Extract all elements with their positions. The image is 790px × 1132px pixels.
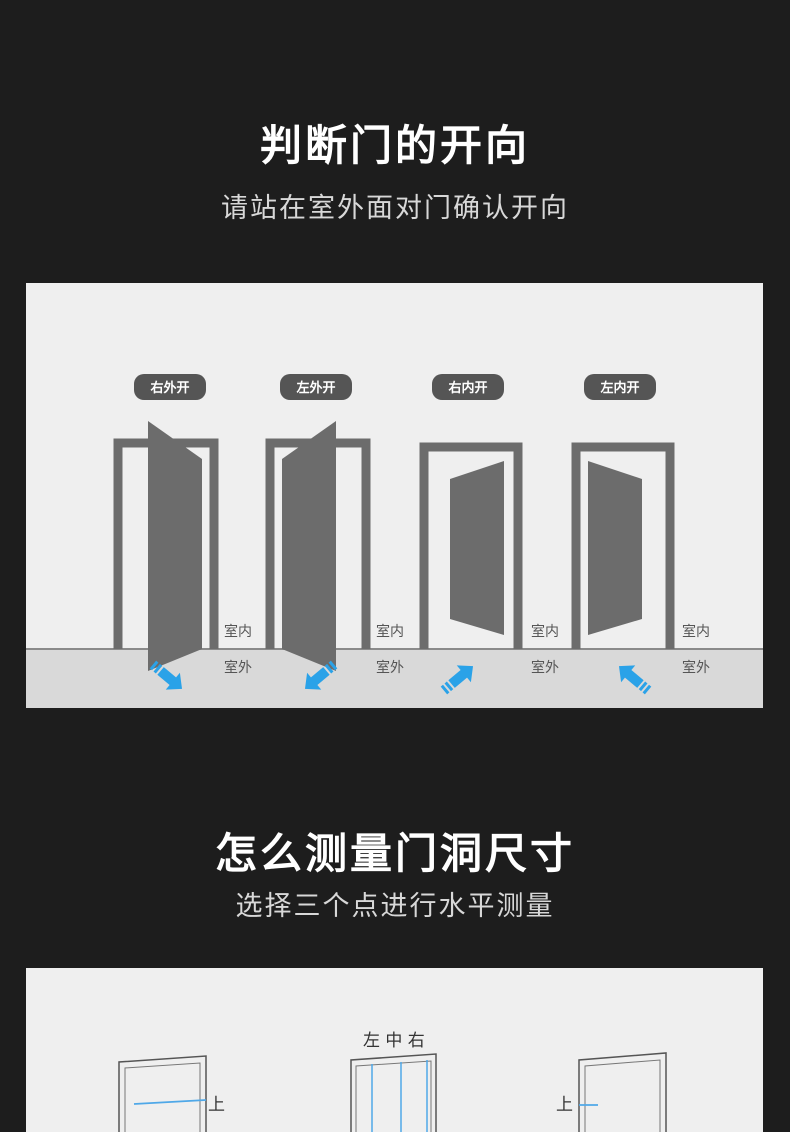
tag-left-outward: 左外开 [296,380,335,396]
label-inside: 室内 [682,623,710,640]
label-outside: 室外 [531,659,559,676]
label-outside: 室外 [376,659,404,676]
measure-diagram-right: 上 [556,1052,667,1132]
tag-badge [280,374,352,400]
section-subtitle-door-direction: 请站在室外面对门确认开向 [221,193,569,224]
label-inside: 室内 [531,623,559,640]
tag-badge [432,374,504,400]
measure-diagram-left: 上 [118,1055,225,1132]
tag-right-outward: 右外开 [149,380,189,396]
diagram-right-outward: 右外开 室内 室外 [113,374,252,690]
tag-right-inward: 右内开 [447,380,487,396]
measure-diagram-middle: 左 中 右 [350,1031,437,1132]
label-inside: 室内 [376,623,404,640]
diagram-left-outward: 左外开 室内 室外 [265,374,404,690]
diagram-left-inward: 左内开 室内 室外 [571,374,710,695]
measure-diagram-panel: 上 左 中 右 上 [26,968,763,1132]
door-leaf [282,421,336,671]
diagram-right-inward: 右内开 室内 室外 [419,374,559,695]
door-leaf [148,421,202,671]
door-frame [419,442,523,649]
tag-left-inward: 左内开 [600,380,639,396]
measure-line [133,1099,207,1105]
label-top: 上 [208,1095,225,1115]
door-leaf [450,461,504,635]
section-title-door-direction: 判断门的开向 [259,121,530,170]
tag-badge [134,374,206,400]
label-left-center-right: 左 中 右 [363,1031,425,1051]
label-outside: 室外 [682,659,710,676]
arrow-icon [304,660,338,690]
tag-badge [584,374,656,400]
door-frame [571,442,675,649]
arrow-icon [618,665,652,695]
section-subtitle-measure-opening: 选择三个点进行水平测量 [235,891,555,922]
section-title-measure-opening: 怎么测量门洞尺寸 [214,829,575,878]
label-top: 上 [556,1095,573,1115]
door-leaf [588,461,642,635]
floor-band [26,649,763,708]
arrow-icon [149,660,183,690]
arrow-icon [440,665,474,695]
label-inside: 室内 [224,623,252,640]
label-outside: 室外 [224,659,252,676]
door-direction-diagram-panel: 右外开 室内 室外 左外开 室内 室外 [26,283,763,708]
